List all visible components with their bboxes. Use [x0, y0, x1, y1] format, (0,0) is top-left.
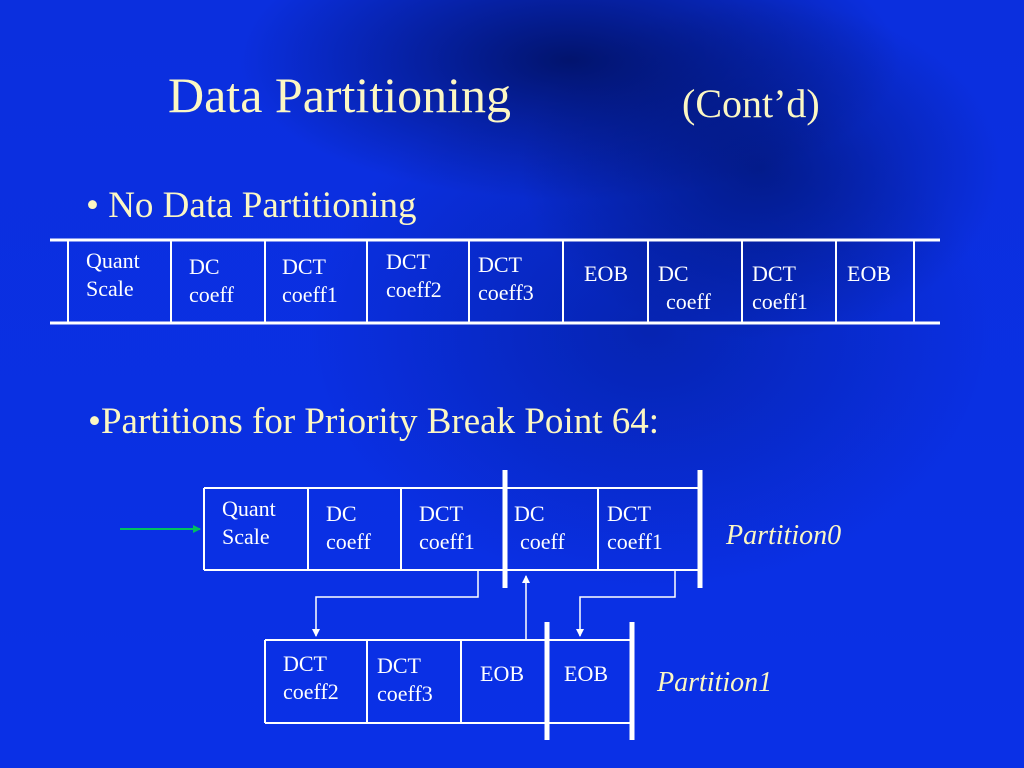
partition1-stream	[264, 622, 635, 740]
connector-arrows	[312, 570, 676, 640]
cell-eob: EOB	[584, 261, 628, 286]
slide-title: Data Partitioning	[168, 67, 511, 123]
slide-subtitle: (Cont’d)	[682, 81, 820, 126]
partition1-label: Partition1	[657, 667, 773, 698]
p1-cell-eob: EOB	[480, 661, 524, 686]
stream-no-partitioning	[50, 238, 940, 325]
bullet-priority-break-point: •Partitions for Priority Break Point 64:	[88, 401, 660, 442]
partition0-stream	[203, 470, 703, 588]
partition0-label: Partition0	[726, 520, 842, 551]
cell-eob-2: EOB	[847, 261, 891, 286]
p1-cell-eob-2: EOB	[564, 661, 608, 686]
bullet-no-partitioning: • No Data Partitioning	[86, 185, 417, 226]
